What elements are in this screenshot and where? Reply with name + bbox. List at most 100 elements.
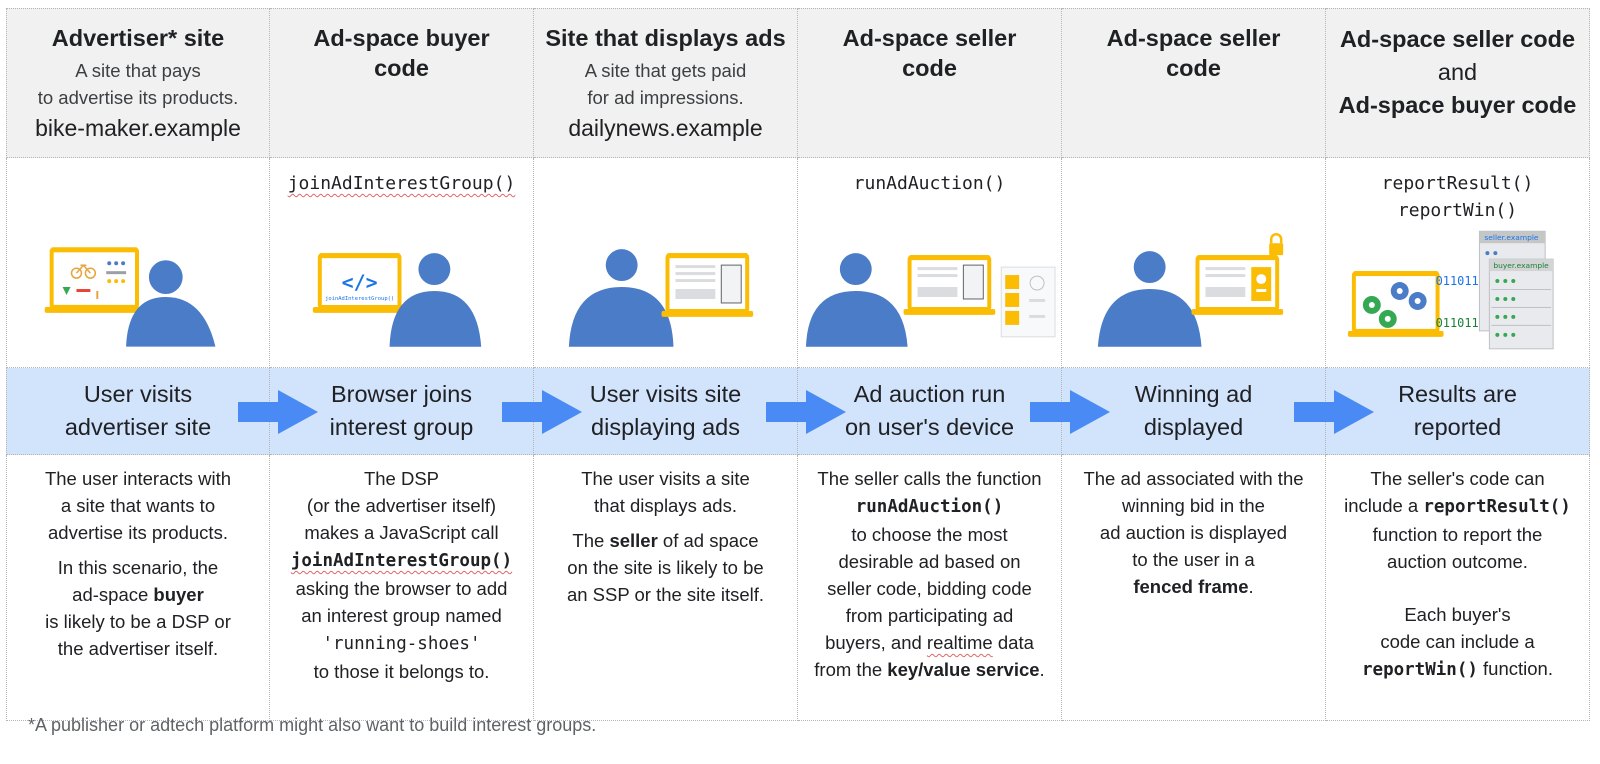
description-step-3: The user visits a site that displays ads… <box>534 455 798 721</box>
header-subtitle-line: for ad impressions. <box>587 87 744 108</box>
description-paragraph: Each buyer's code can include a reportWi… <box>1362 604 1553 680</box>
laptop-gears-icon <box>1347 271 1444 337</box>
svg-text:</>: </> <box>342 271 378 294</box>
inline-code: 'running-shoes' <box>322 634 481 654</box>
header-title-line: Ad-space buyer code <box>1338 92 1577 118</box>
step-1-label: User visits advertiser site <box>6 368 270 455</box>
code-report-functions: reportResult() reportWin() <box>1326 158 1589 224</box>
illustration-publisher <box>534 158 798 368</box>
header-title-line: Ad-space seller code <box>1339 26 1576 52</box>
person-icon <box>126 260 216 347</box>
header-seller-code-2: Ad-space seller code <box>1062 8 1326 158</box>
header-domain: bike-maker.example <box>35 115 241 141</box>
description-paragraph: The user interacts with a site that want… <box>44 468 232 543</box>
header-title: Ad-space seller code <box>798 23 1061 83</box>
description-paragraph: The DSP (or the advertiser itself) makes… <box>290 468 513 682</box>
header-publisher-site: Site that displays ads A site that gets … <box>534 8 798 158</box>
inline-code: reportWin() <box>1362 660 1478 680</box>
header-subtitle-line: to advertise its products. <box>37 87 239 108</box>
description-paragraph: In this scenario, the ad-space buyer is … <box>45 557 231 659</box>
illustration-buyer-code: joinAdInterestGroup() </> joinAdInterest… <box>270 158 534 368</box>
code-text: joinAdInterestGroup() <box>287 173 516 194</box>
step-label-line: User visits <box>83 381 193 407</box>
step-label-line: Winning ad <box>1134 381 1253 407</box>
description-step-6: The seller's code can include a reportRe… <box>1326 455 1590 721</box>
code-report-result: reportResult() <box>1381 173 1534 194</box>
laptop-person-illustration <box>44 247 216 347</box>
step-3-label: User visits site displaying ads <box>502 368 798 455</box>
inline-code: runAdAuction() <box>855 497 1004 517</box>
laptop-icon <box>903 255 996 315</box>
header-title-line: code <box>902 55 957 81</box>
step-label-line: Browser joins <box>330 381 473 407</box>
laptop-code-person-illustration: </> joinAdInterestGroup() <box>312 253 482 347</box>
person-icon <box>568 249 674 347</box>
description-step-1: The user interacts with a site that want… <box>6 455 270 721</box>
step-2-label: Browser joins interest group <box>238 368 534 455</box>
step-6-label: Results are reported <box>1294 368 1590 455</box>
laptop-icon <box>44 247 144 313</box>
arrow-right-icon <box>502 390 582 434</box>
arrow-right-icon <box>766 390 846 434</box>
inline-code: reportResult() <box>1423 497 1571 517</box>
illustration-seller-code: runAdAuction() <box>798 158 1062 368</box>
header-title-line: code <box>1166 55 1221 81</box>
privacy-sandbox-flow-diagram: Advertiser* site A site that pays to adv… <box>6 8 1596 721</box>
arrow-right-icon <box>1030 390 1110 434</box>
description-step-2: The DSP (or the advertiser itself) makes… <box>270 455 534 721</box>
illustration-winning-ad <box>1062 158 1326 368</box>
arrow-right-icon <box>238 390 318 434</box>
servers-illustration: 0110111 0110111 seller.example buyer.exa… <box>1347 230 1554 350</box>
header-subtitle: A site that pays to advertise its produc… <box>7 57 269 111</box>
description-paragraph: The ad associated with the winning bid i… <box>1083 468 1304 597</box>
laptop-icon <box>661 253 754 317</box>
step-label-line: reported <box>1413 414 1502 440</box>
binary-stream-bottom: 0110111 <box>1436 316 1486 330</box>
arrow-right-icon <box>1294 390 1374 434</box>
person-icon <box>1097 251 1202 347</box>
header-title: Site that displays ads <box>545 25 786 51</box>
header-advertiser-site: Advertiser* site A site that pays to adv… <box>6 8 270 158</box>
step-label-line: Ad auction run <box>853 381 1006 407</box>
header-subtitle: A site that gets paid for ad impressions… <box>534 57 797 111</box>
header-title: Advertiser* site <box>51 25 225 51</box>
person-laptop-illustration <box>568 249 754 347</box>
seller-server-label: seller.example <box>1484 233 1539 242</box>
laptop-icon: </> joinAdInterestGroup() <box>312 253 407 313</box>
header-subtitle-line: A site that pays <box>75 60 201 81</box>
description-step-4: The seller calls the function runAdAucti… <box>798 455 1062 721</box>
binary-stream-top: 0110111 <box>1436 274 1486 288</box>
step-label-line: User visits site <box>589 381 742 407</box>
person-icon <box>389 253 482 347</box>
step-label-line: on user's device <box>844 414 1015 440</box>
buyer-server-label: buyer.example <box>1493 261 1549 270</box>
description-paragraph: The user visits a site that displays ads… <box>581 468 750 516</box>
header-subtitle-line: A site that gets paid <box>584 60 747 81</box>
description-step-5: The ad associated with the winning bid i… <box>1062 455 1326 721</box>
header-title: Ad-space buyer code <box>270 23 533 83</box>
header-title-line: code <box>374 55 429 81</box>
description-paragraph: The seller of ad space on the site is li… <box>566 530 765 605</box>
inline-code: joinAdInterestGroup() <box>290 551 513 571</box>
laptop-icon <box>1191 255 1284 315</box>
step-label-line: advertiser site <box>64 414 212 440</box>
header-title-line: Ad-space seller <box>842 25 1017 51</box>
auction-illustration <box>805 253 1056 347</box>
description-paragraph: The seller's code can include a reportRe… <box>1344 468 1571 572</box>
header-title-line: Ad-space buyer <box>313 25 490 51</box>
step-5-label: Winning ad displayed <box>1030 368 1326 455</box>
header-title-line: Ad-space seller <box>1106 25 1281 51</box>
step-label-line: displayed <box>1143 414 1244 440</box>
code-join-ad-interest-group: joinAdInterestGroup() <box>270 158 533 197</box>
description-paragraph: The seller calls the function runAdAucti… <box>814 468 1045 680</box>
illustration-advertiser <box>6 158 270 368</box>
lock-icon <box>1269 233 1284 256</box>
step-label-line: Results are <box>1398 381 1517 407</box>
header-title-line: and <box>1437 59 1478 85</box>
code-run-ad-auction: runAdAuction() <box>853 173 1006 194</box>
step-label-line: interest group <box>329 414 474 440</box>
person-icon <box>805 253 908 347</box>
laptop-code-label: joinAdInterestGroup() <box>325 296 394 302</box>
step-label-line: displaying ads <box>591 414 740 440</box>
ad-selection-icon <box>1000 266 1056 338</box>
